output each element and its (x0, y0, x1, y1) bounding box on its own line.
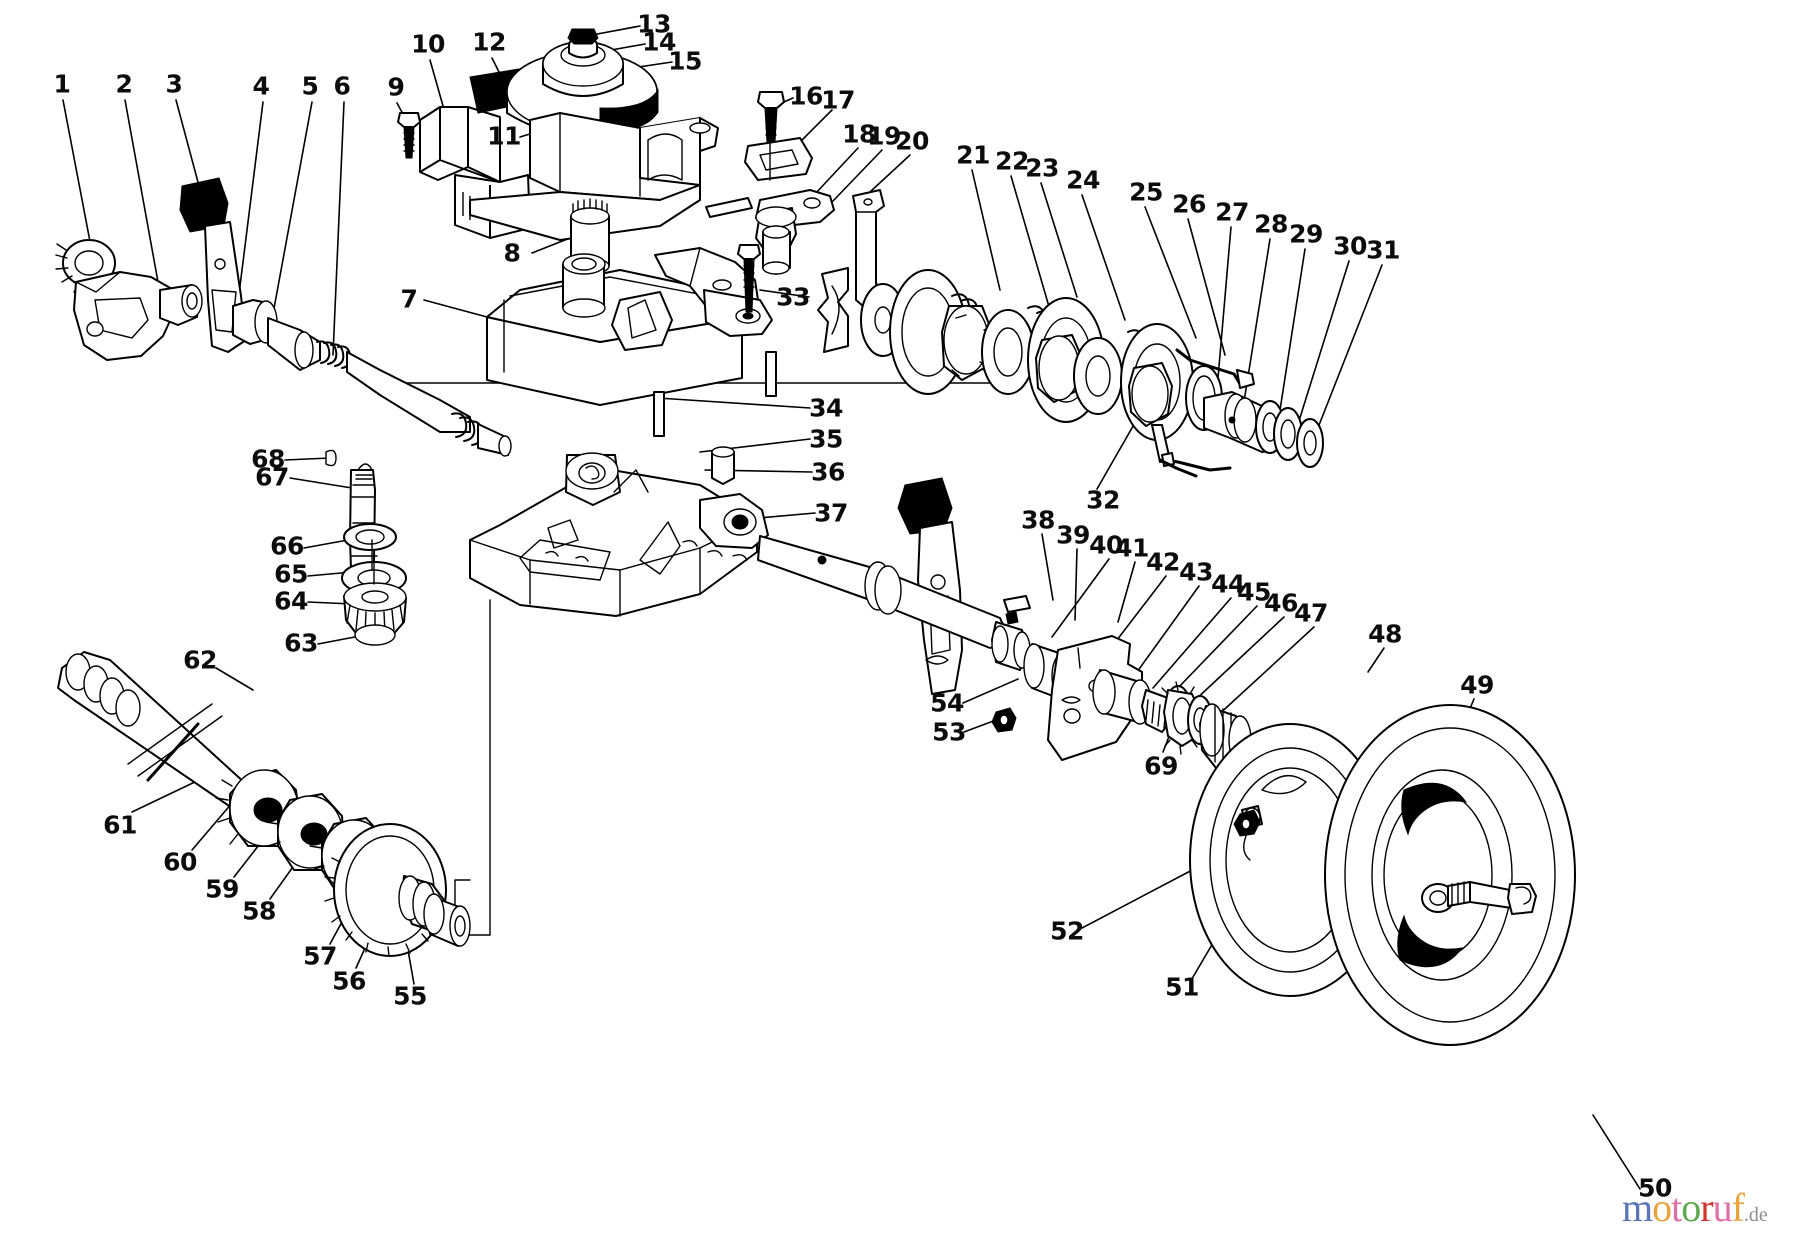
callout-17: 17 (821, 85, 855, 115)
callout-52: 52 (1050, 916, 1084, 946)
left-gear-housing-assembly (55, 177, 512, 457)
callout-1: 1 (53, 69, 71, 99)
callout-58: 58 (242, 896, 276, 926)
callout-34: 34 (809, 393, 843, 423)
callout-32: 32 (1086, 485, 1120, 515)
callout-27: 27 (1215, 197, 1249, 227)
motoruf-watermark: motoruf.de (1622, 1188, 1768, 1228)
vertical-pinion-shaft-assembly (325, 449, 407, 646)
callout-64: 64 (274, 586, 308, 616)
gear-case-lower (469, 446, 769, 617)
callout-55: 55 (393, 981, 427, 1011)
callout-18: 18 (842, 119, 876, 149)
callout-33: 33 (776, 282, 810, 312)
callout-56: 56 (332, 966, 366, 996)
watermark-letter-4: r (1700, 1185, 1713, 1230)
callout-15: 15 (668, 46, 702, 76)
callout-59: 59 (205, 874, 239, 904)
callout-54: 54 (930, 688, 964, 718)
callout-21: 21 (956, 140, 990, 170)
watermark-letter-3: o (1681, 1185, 1701, 1230)
callout-16: 16 (789, 81, 823, 111)
callout-63: 63 (284, 628, 318, 658)
callout-4: 4 (252, 71, 270, 101)
callout-13: 13 (637, 9, 671, 39)
clutch-stack-assembly (889, 269, 1324, 478)
callout-43: 43 (1179, 557, 1213, 587)
callout-46: 46 (1264, 588, 1298, 618)
callout-20: 20 (895, 126, 929, 156)
callout-60: 60 (163, 847, 197, 877)
callout-24: 24 (1066, 165, 1100, 195)
callout-9: 9 (387, 72, 405, 102)
callout-29: 29 (1289, 219, 1323, 249)
callout-61: 61 (103, 810, 137, 840)
callout-10: 10 (411, 29, 445, 59)
callout-50: 50 (1638, 1173, 1672, 1203)
callout-67: 67 (255, 462, 289, 492)
callout-69: 69 (1144, 751, 1178, 781)
callout-42: 42 (1146, 547, 1180, 577)
callout-8: 8 (503, 238, 521, 268)
watermark-letter-2: t (1671, 1185, 1682, 1230)
callout-45: 45 (1237, 577, 1271, 607)
pulley-cover-assembly (397, 28, 719, 275)
callout-37: 37 (814, 498, 848, 528)
callout-6: 6 (333, 71, 351, 101)
gear-case-upper (486, 244, 777, 437)
callout-51: 51 (1165, 972, 1199, 1002)
callout-49: 49 (1460, 670, 1494, 700)
callout-30: 30 (1333, 231, 1367, 261)
watermark-letter-0: m (1622, 1185, 1653, 1230)
callout-25: 25 (1129, 177, 1163, 207)
callout-31: 31 (1366, 235, 1400, 265)
watermark-suffix: .de (1743, 1204, 1768, 1226)
leader-lines-group-d (962, 533, 1641, 1190)
callout-28: 28 (1254, 209, 1288, 239)
watermark-letter-5: u (1712, 1185, 1733, 1230)
lower-left-geartrain (57, 651, 471, 957)
callout-12: 12 (472, 27, 506, 57)
callout-3: 3 (165, 69, 183, 99)
callout-7: 7 (400, 284, 418, 314)
callout-2: 2 (115, 69, 133, 99)
callout-26: 26 (1172, 189, 1206, 219)
callout-40: 40 (1089, 530, 1123, 560)
callout-11: 11 (487, 121, 521, 151)
callout-36: 36 (811, 457, 845, 487)
callout-23: 23 (1025, 153, 1059, 183)
callout-68: 68 (251, 444, 285, 474)
callout-19: 19 (867, 121, 901, 151)
callout-44: 44 (1211, 569, 1245, 599)
construction-guides (351, 357, 1011, 936)
watermark-letter-6: f (1731, 1185, 1745, 1230)
watermark-letter-1: o (1652, 1185, 1672, 1230)
callout-57: 57 (303, 941, 337, 971)
lower-axle-assembly (757, 477, 1252, 771)
callout-62: 62 (183, 645, 217, 675)
leader-lines-group-b (769, 97, 1383, 449)
callout-14: 14 (642, 27, 676, 57)
callout-48: 48 (1368, 619, 1402, 649)
callout-38: 38 (1021, 505, 1055, 535)
callout-41: 41 (1115, 533, 1149, 563)
callout-35: 35 (809, 424, 843, 454)
callout-65: 65 (274, 559, 308, 589)
callout-5: 5 (301, 71, 319, 101)
callout-66: 66 (270, 531, 304, 561)
callout-22: 22 (995, 146, 1029, 176)
callout-39: 39 (1056, 520, 1090, 550)
wheel-assembly (1189, 704, 1576, 1046)
callout-53: 53 (932, 717, 966, 747)
callout-47: 47 (1294, 598, 1328, 628)
